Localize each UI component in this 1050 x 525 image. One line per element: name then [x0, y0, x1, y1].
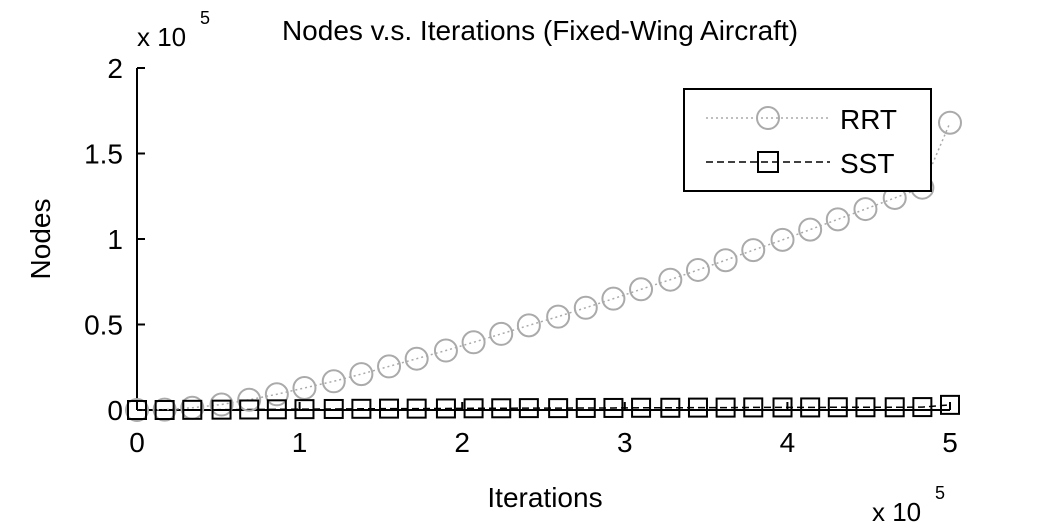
- data-point-rrt: [404, 346, 429, 371]
- y-tick-label: 1.5: [84, 139, 123, 170]
- data-point-sst: [743, 397, 764, 418]
- x-axis-multiplier: x 10: [872, 497, 921, 525]
- data-point-rrt: [573, 295, 598, 320]
- data-point-sst: [660, 397, 681, 418]
- y-multiplier-base: x 10: [137, 22, 186, 52]
- data-point-rrt: [125, 398, 149, 422]
- data-point-rrt: [546, 304, 571, 329]
- data-point-rrt: [377, 354, 402, 379]
- data-point-sst: [154, 400, 175, 420]
- data-point-rrt: [264, 382, 289, 407]
- axis-ticks: 0 1 2 3 4 5 0 0.5 1 1.5 2: [84, 53, 958, 458]
- data-point-sst: [127, 400, 147, 420]
- data-point-sst: [379, 398, 400, 419]
- data-point-sst: [827, 397, 848, 418]
- legend-rrt-label: RRT: [840, 104, 897, 135]
- data-point-rrt: [349, 362, 374, 387]
- data-point-rrt: [629, 277, 654, 302]
- legend-sst-marker: [757, 151, 779, 173]
- data-point-rrt: [209, 392, 234, 417]
- data-point-rrt: [685, 257, 710, 282]
- y-axis-label: Nodes: [25, 199, 56, 280]
- data-point-rrt: [825, 207, 850, 232]
- y-axis-multiplier: x 10: [137, 22, 186, 52]
- data-point-rrt: [461, 330, 486, 355]
- data-point-rrt: [321, 369, 346, 394]
- series-line-sst: [137, 404, 951, 411]
- data-point-sst: [294, 399, 315, 420]
- series-markers: [125, 110, 962, 422]
- legend-rrt-marker: [756, 106, 780, 130]
- data-point-sst: [772, 397, 793, 418]
- data-point-rrt: [489, 321, 514, 346]
- data-point-sst: [406, 398, 427, 419]
- data-point-sst: [323, 398, 344, 419]
- data-point-sst: [463, 398, 484, 419]
- data-point-sst: [603, 397, 624, 418]
- data-point-rrt: [770, 227, 795, 252]
- y-tick-label: 0: [107, 395, 123, 426]
- x-tick-label: 1: [292, 427, 308, 458]
- x-tick-label: 3: [617, 427, 633, 458]
- data-point-rrt: [292, 375, 317, 400]
- data-point-sst: [912, 397, 933, 418]
- x-tick-label: 0: [129, 427, 145, 458]
- data-point-sst: [687, 397, 708, 418]
- legend-sst-label: SST: [840, 148, 894, 179]
- legend-box: [683, 88, 932, 192]
- data-point-sst: [239, 399, 260, 420]
- data-point-rrt: [658, 267, 683, 292]
- data-point-rrt: [433, 338, 458, 363]
- x-tick-label: 4: [780, 427, 796, 458]
- x-tick-label: 2: [454, 427, 470, 458]
- data-point-sst: [182, 399, 203, 420]
- data-point-sst: [715, 397, 736, 418]
- data-point-sst: [884, 397, 905, 418]
- data-point-rrt: [798, 217, 823, 242]
- series-line-rrt: [136, 122, 951, 411]
- data-point-sst: [800, 397, 821, 418]
- y-tick-label: 1: [107, 224, 123, 255]
- data-point-sst: [266, 399, 287, 420]
- data-point-rrt: [237, 387, 262, 412]
- data-point-sst: [631, 397, 652, 418]
- x-axis-label: Iterations: [487, 482, 602, 513]
- y-tick-label: 0.5: [84, 310, 123, 341]
- data-point-sst: [351, 398, 372, 419]
- data-point-rrt: [516, 313, 541, 338]
- data-point-sst: [940, 394, 960, 415]
- data-point-sst: [855, 397, 876, 418]
- x-tick-label: 5: [942, 427, 958, 458]
- data-point-rrt: [152, 397, 177, 422]
- chart-title: Nodes v.s. Iterations (Fixed-Wing Aircra…: [282, 15, 798, 46]
- data-point-rrt: [741, 238, 766, 263]
- data-point-sst: [518, 398, 539, 419]
- data-point-sst: [548, 398, 569, 419]
- data-point-rrt: [853, 197, 878, 222]
- x-axis-exponent: 5: [935, 483, 945, 503]
- data-point-rrt: [601, 286, 626, 311]
- legend: RRT SST: [683, 88, 932, 192]
- y-axis-exponent: 5: [200, 8, 210, 28]
- series-lines: [136, 122, 951, 411]
- data-point-sst: [435, 398, 456, 419]
- data-point-rrt: [713, 248, 738, 273]
- data-point-sst: [491, 398, 512, 419]
- data-point-sst: [211, 399, 232, 420]
- y-tick-label: 2: [107, 53, 123, 84]
- data-point-sst: [575, 397, 596, 418]
- data-point-rrt: [938, 110, 962, 135]
